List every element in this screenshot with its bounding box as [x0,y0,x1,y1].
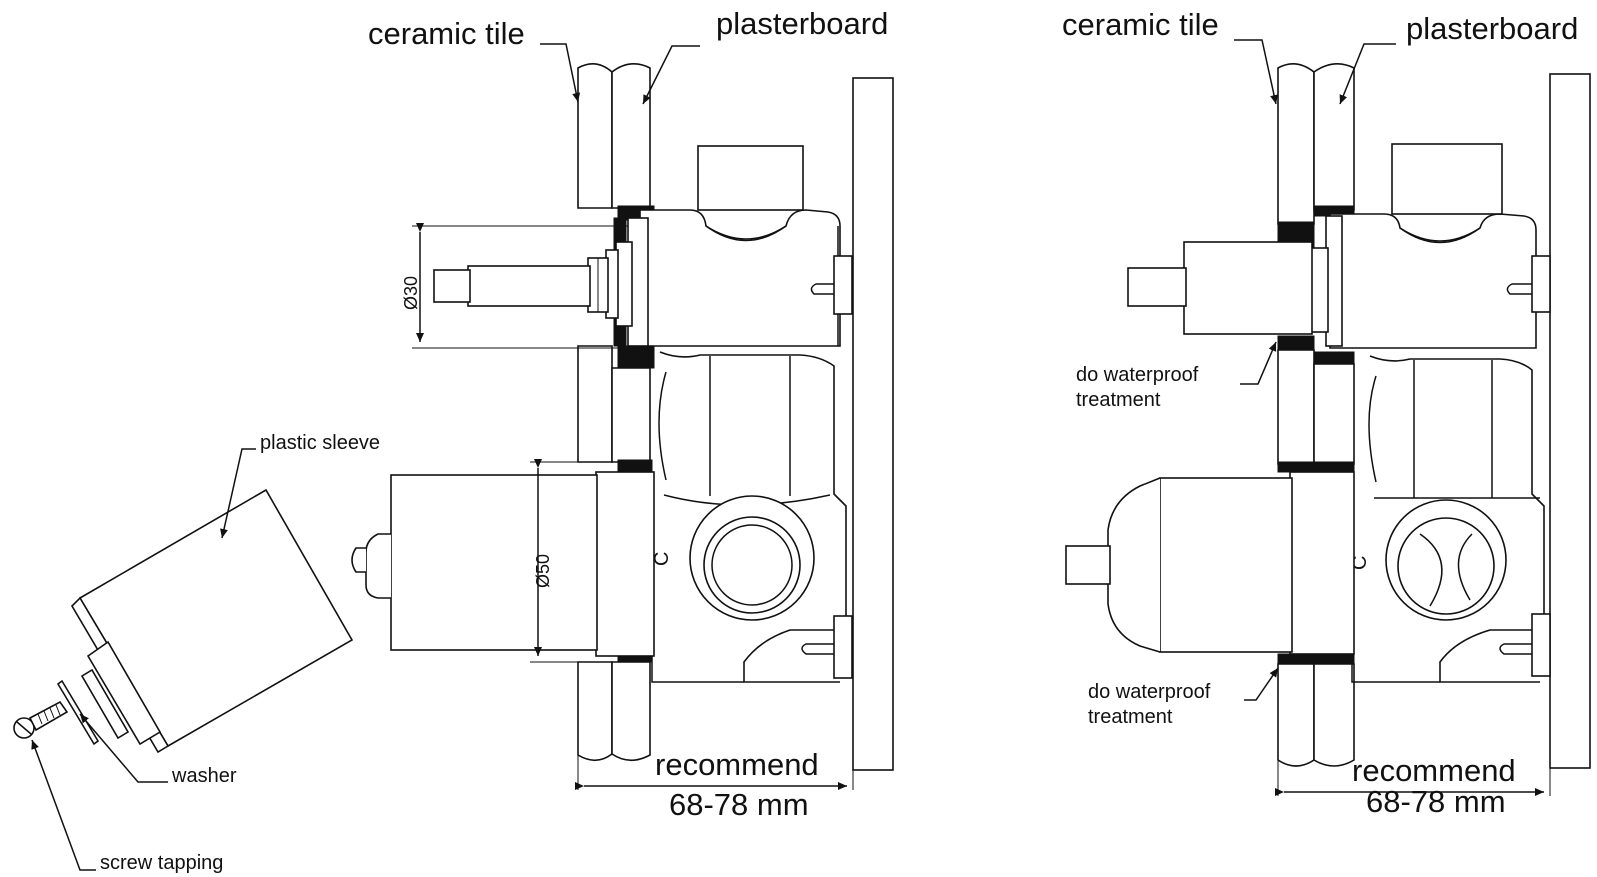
left-lower-cartridge [351,471,655,657]
right-depth-dimension: recommend 68-78 mm [1275,753,1551,819]
dim-label-30: Ø30 [401,276,421,310]
plastic-sleeve-label: plastic sleeve [260,432,380,454]
right-valve-body: C [1329,143,1551,683]
left-recommend-label: recommend [655,747,819,782]
right-recommend-label: recommend [1352,753,1516,788]
right-waterproof-lower-line1: do waterproof [1088,681,1211,703]
right-ceramic-tile-label: ceramic tile [1062,7,1219,42]
right-ceramic-tile-layer [1277,63,1315,767]
washer-label: washer [171,765,237,787]
washer [56,679,100,746]
right-waterproof-lower-line2: treatment [1088,706,1173,728]
plastic-sleeve [70,488,354,754]
screw [13,700,69,739]
left-valve-body: C [639,145,853,683]
left-depth-dimension: recommend 68-78 mm [575,747,854,822]
right-back-wall [1549,73,1591,769]
dim-label-50: Ø50 [533,554,553,588]
left-c-mark: C [651,552,673,566]
left-dim-50: Ø50 [530,459,596,663]
right-diagram: C do waterproof treatment do waterproof … [1062,7,1591,819]
right-upper-handle [1127,215,1343,347]
right-waterproof-upper-line2: treatment [1076,389,1161,411]
left-upper-stem [433,217,649,347]
left-dim-30: Ø30 [401,223,628,349]
left-ceramic-tile-layer [577,63,613,762]
right-plasterboard-label: plasterboard [1406,11,1578,46]
screw-tapping-label: screw tapping [100,852,223,874]
left-back-wall [852,77,894,771]
left-depth-range-label: 68-78 mm [669,787,809,822]
left-ceramic-tile-label: ceramic tile [368,16,525,51]
left-diagram: C Ø30 [13,6,894,874]
right-lower-handle [1065,471,1355,655]
right-depth-range-label: 68-78 mm [1366,784,1506,819]
right-waterproof-upper-line1: do waterproof [1076,364,1199,386]
left-plasterboard-label: plasterboard [716,6,888,41]
